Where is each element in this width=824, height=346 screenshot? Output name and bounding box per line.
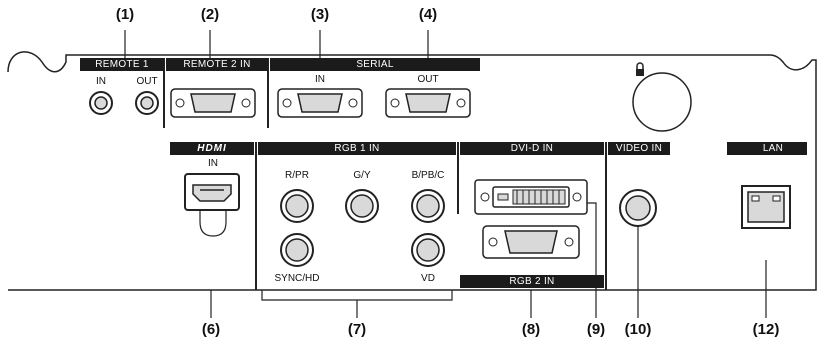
callout-10: (10) <box>624 321 652 338</box>
callout-9: (9) <box>586 321 606 338</box>
remote1-header: REMOTE 1 <box>80 58 164 71</box>
dvi-d-port <box>474 179 588 215</box>
rgb1-g-label: G/Y <box>353 170 371 181</box>
rgb1-header: RGB 1 IN <box>258 142 456 155</box>
callout-7: (7) <box>347 321 367 338</box>
remote1-out-jack <box>135 91 159 115</box>
bnc-sync-port <box>280 233 314 267</box>
remote1-in-label: IN <box>96 76 106 87</box>
bnc-b-port <box>411 189 445 223</box>
security-slot <box>632 72 692 132</box>
callout-3: (3) <box>310 6 330 23</box>
kensington-lock-icon <box>636 62 644 76</box>
remote1-in-jack <box>89 91 113 115</box>
serial-header: SERIAL <box>270 58 480 71</box>
video-header: VIDEO IN <box>608 142 670 155</box>
callout-6: (6) <box>201 321 221 338</box>
hdmi-logo-text: HDMI <box>197 143 227 154</box>
hdmi-header: HDMI <box>170 142 254 155</box>
remote1-out-label: OUT <box>136 76 158 87</box>
rgb2-dsub15-port <box>482 225 580 259</box>
hdmi-port <box>184 173 240 237</box>
rgb1-vd-label: VD <box>421 273 435 284</box>
serial-out-label: OUT <box>417 74 439 85</box>
lan-header: LAN <box>727 142 807 155</box>
callout-4: (4) <box>418 6 438 23</box>
panel-outline <box>7 51 817 291</box>
rgb2-footer: RGB 2 IN <box>460 275 604 288</box>
divider-ticks <box>163 58 607 290</box>
lan-rj45-port <box>741 185 791 229</box>
rgb1-b-label: B/PB/C <box>411 170 445 181</box>
serial-out-dsub9-port <box>385 88 471 118</box>
dvi-header: DVI-D IN <box>460 142 604 155</box>
hdmi-in-label: IN <box>208 158 218 169</box>
serial-in-label: IN <box>315 74 325 85</box>
bnc-g-port <box>345 189 379 223</box>
video-in-port <box>619 189 657 227</box>
serial-in-dsub9-port <box>277 88 363 118</box>
bnc-r-port <box>280 189 314 223</box>
remote2-dsub9-port <box>170 88 256 118</box>
callout-8: (8) <box>521 321 541 338</box>
rgb1-sync-label: SYNC/HD <box>274 273 320 284</box>
lan-label: LAN <box>762 143 784 154</box>
remote2-header: REMOTE 2 IN <box>166 58 268 71</box>
rgb1-r-label: R/PR <box>285 170 309 181</box>
bnc-vd-port <box>411 233 445 267</box>
callout-1: (1) <box>115 6 135 23</box>
callout-2: (2) <box>200 6 220 23</box>
callout-12: (12) <box>752 321 780 338</box>
